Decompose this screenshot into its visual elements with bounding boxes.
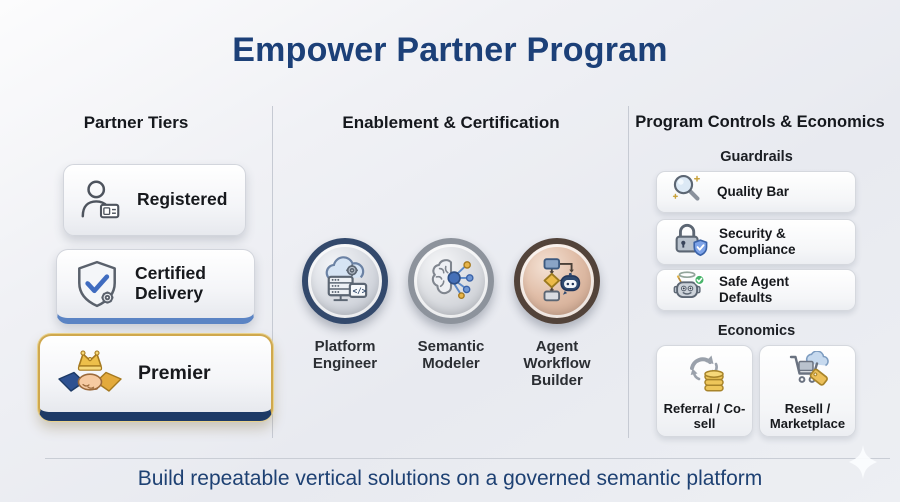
- agent-workflow-builder-medallion: [514, 238, 600, 324]
- cycle-arrows-coins-icon: [682, 351, 728, 398]
- svg-text:</>: </>: [353, 286, 367, 295]
- certification-label: Semantic Modeler: [417, 338, 485, 373]
- tier-label: Registered: [137, 189, 228, 210]
- cart-cloud-tag-icon: [785, 350, 831, 398]
- robot-halo-check-icon: [670, 269, 708, 312]
- enablement-header: Enablement & Certification: [342, 113, 560, 132]
- footer-tagline: Build repeatable vertical solutions on a…: [137, 467, 763, 490]
- guardrail-card-security-compliance: Security & Compliance: [656, 219, 856, 265]
- footer-divider: [45, 458, 890, 459]
- flowchart-robot-medallion-icon: [532, 254, 582, 309]
- program-controls-header: Program Controls & Economics: [635, 113, 885, 131]
- certification-label: Platform Engineer: [312, 338, 378, 373]
- guardrails-subheader: Guardrails: [720, 149, 793, 165]
- economics-card-referral-cosell: Referral / Co-sell: [656, 345, 753, 437]
- guardrail-label: Quality Bar: [717, 184, 790, 200]
- column-divider: [272, 106, 273, 438]
- guardrail-card-quality-bar: Quality Bar: [656, 171, 856, 213]
- brain-network-medallion-icon: [426, 254, 476, 309]
- semantic-modeler-medallion: [408, 238, 494, 324]
- cloud-server-gear-medallion-icon: </>: [319, 253, 371, 310]
- crown-handshake-icon: [57, 347, 123, 401]
- guardrail-card-safe-agent-defaults: Safe Agent Defaults: [656, 269, 856, 311]
- sparkle-icon: [844, 443, 882, 486]
- economics-card-resell-marketplace: Resell / Marketplace: [759, 345, 856, 437]
- certification-label: Agent Workflow Builder: [523, 338, 591, 390]
- tier-card-premier: Premier: [38, 334, 273, 421]
- person-id-badge-icon: [78, 177, 124, 223]
- tier-label: Certified Delivery: [135, 263, 206, 303]
- tier-card-registered: Registered: [63, 164, 246, 236]
- economics-subheader: Economics: [717, 323, 796, 339]
- guardrail-label: Safe Agent Defaults: [719, 274, 790, 305]
- guardrail-label: Security & Compliance: [719, 226, 796, 257]
- page-title: Empower Partner Program: [232, 31, 668, 69]
- tier-card-certified-delivery: Certified Delivery: [56, 249, 255, 324]
- padlock-shield-icon: [670, 221, 708, 264]
- platform-engineer-medallion: </>: [302, 238, 388, 324]
- economics-label: Referral / Co-sell: [663, 400, 746, 431]
- partner-tiers-header: Partner Tiers: [83, 113, 189, 132]
- magnifier-sparkles-icon: [670, 172, 706, 213]
- economics-label: Resell / Marketplace: [769, 400, 846, 431]
- shield-check-gear-icon: [72, 259, 122, 309]
- column-divider: [628, 106, 629, 438]
- tier-label: Premier: [138, 362, 211, 385]
